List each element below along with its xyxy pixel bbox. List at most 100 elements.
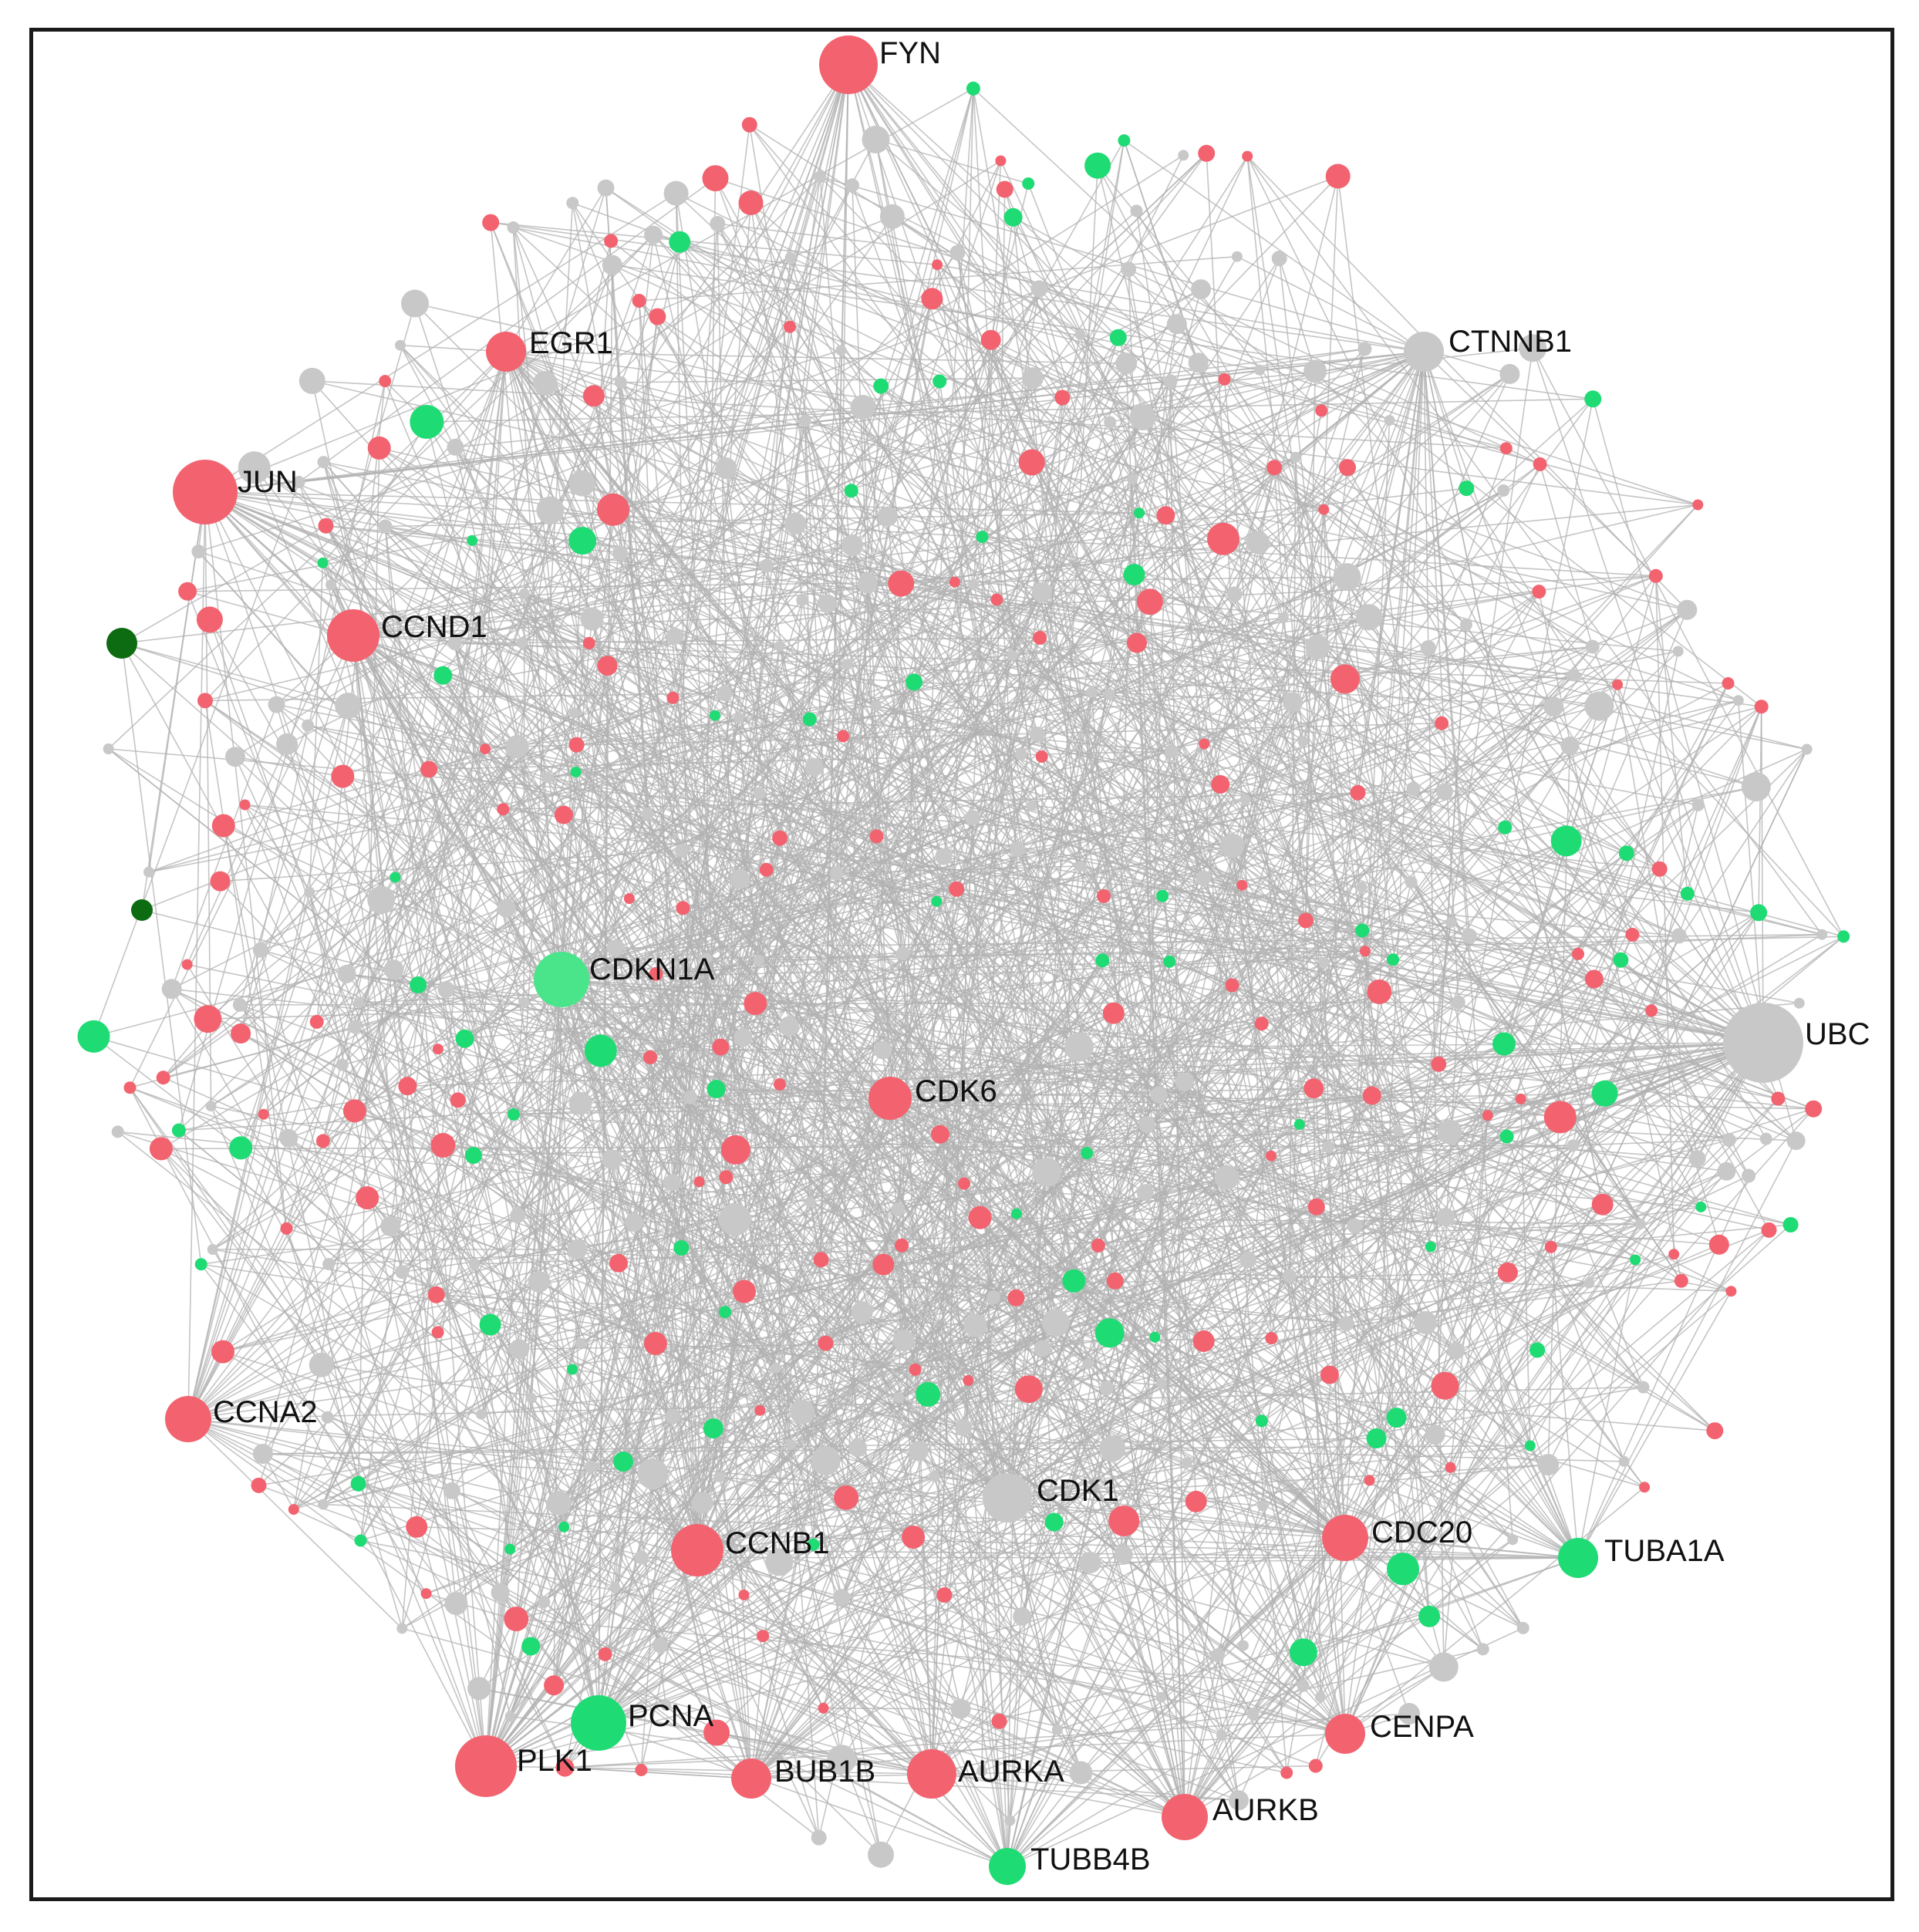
network-edge bbox=[862, 1183, 965, 1313]
node-CCNB1 bbox=[671, 1524, 723, 1576]
node-neutral bbox=[325, 579, 337, 591]
node-down bbox=[1459, 480, 1475, 497]
node-neutral bbox=[504, 1711, 516, 1722]
node-neutral bbox=[1304, 359, 1327, 383]
node-down bbox=[844, 484, 858, 498]
node-up bbox=[398, 1077, 417, 1096]
node-neutral bbox=[1691, 798, 1705, 811]
node-down bbox=[1782, 1217, 1799, 1232]
network-edge bbox=[204, 700, 288, 1229]
network-edge bbox=[1090, 1557, 1579, 1563]
network-edge bbox=[1057, 1697, 1162, 1731]
network-edge bbox=[822, 743, 1206, 1709]
network-edge bbox=[1109, 693, 1698, 806]
node-neutral bbox=[1567, 669, 1580, 682]
node-CDK6 bbox=[868, 1077, 912, 1120]
network-edge bbox=[1651, 804, 1699, 1011]
network-edge bbox=[619, 552, 944, 858]
node-neutral bbox=[1150, 1086, 1168, 1104]
node-neutral bbox=[804, 757, 824, 777]
network-edge bbox=[572, 202, 1688, 611]
network-edge bbox=[1135, 211, 1701, 1208]
network-edge bbox=[598, 1722, 1008, 1867]
network-edge bbox=[1007, 922, 1452, 1867]
node-up bbox=[1362, 1086, 1381, 1105]
node-neutral bbox=[1099, 1435, 1126, 1462]
network-edge bbox=[963, 1427, 1082, 1773]
network-edge bbox=[714, 177, 1105, 897]
node-up bbox=[676, 901, 690, 915]
node-neutral bbox=[1516, 1621, 1529, 1634]
node-up bbox=[968, 1205, 992, 1229]
node-down bbox=[1109, 329, 1127, 346]
network-edge bbox=[1184, 882, 1412, 1818]
node-neutral bbox=[1239, 794, 1251, 805]
label-BUB1B: BUB1B bbox=[774, 1755, 875, 1789]
network-edge bbox=[1009, 961, 1171, 1821]
node-down bbox=[467, 534, 478, 546]
network-edge bbox=[1327, 706, 1762, 1148]
node-up bbox=[1651, 861, 1668, 877]
node-neutral bbox=[437, 981, 455, 999]
network-edge bbox=[379, 447, 955, 583]
network-edge bbox=[1041, 337, 1119, 593]
network-edge bbox=[286, 743, 737, 1151]
network-edge bbox=[598, 1244, 1720, 1724]
network-edge bbox=[171, 988, 1159, 1096]
network-edge bbox=[615, 575, 1657, 949]
network-edge bbox=[1315, 1042, 1764, 1767]
node-down bbox=[719, 1306, 731, 1319]
network-edge bbox=[234, 756, 616, 1588]
node-neutral bbox=[1634, 1218, 1646, 1229]
node-neutral bbox=[1239, 1251, 1257, 1269]
network-edge bbox=[841, 1013, 1115, 1598]
node-neutral bbox=[1010, 841, 1026, 857]
network-edge bbox=[1434, 706, 1762, 1435]
network-edge bbox=[690, 1097, 1099, 1246]
node-neutral bbox=[1121, 261, 1137, 278]
node-down bbox=[976, 531, 989, 544]
node-neutral bbox=[1099, 1381, 1114, 1396]
node-up bbox=[194, 1005, 222, 1033]
node-neutral bbox=[1567, 1139, 1580, 1152]
node-up bbox=[1127, 632, 1147, 653]
node-down bbox=[1529, 1342, 1546, 1358]
network-edge bbox=[222, 1350, 933, 1775]
network-edge bbox=[455, 256, 1238, 1604]
network-edge bbox=[553, 88, 974, 1686]
node-up bbox=[1330, 664, 1360, 694]
network-edge bbox=[309, 562, 324, 892]
network-edge bbox=[262, 153, 1207, 1455]
network-edge bbox=[840, 349, 1314, 1089]
node-up bbox=[568, 737, 585, 753]
node-neutral bbox=[1315, 1691, 1326, 1703]
network-edge bbox=[620, 382, 882, 1855]
network-edge bbox=[234, 756, 1008, 1499]
network-edge bbox=[867, 582, 1304, 1686]
label-PCNA: PCNA bbox=[628, 1699, 713, 1733]
network-edge bbox=[485, 541, 1259, 1767]
network-edge bbox=[1115, 1280, 1513, 1540]
network-edge bbox=[428, 768, 1446, 1218]
node-neutral bbox=[1445, 917, 1457, 929]
network-edge bbox=[454, 642, 486, 750]
node-neutral bbox=[1759, 1132, 1772, 1145]
node-neutral bbox=[663, 180, 689, 206]
node-down bbox=[1118, 134, 1131, 147]
node-up bbox=[420, 1588, 432, 1600]
network-edge bbox=[558, 646, 1318, 1504]
network-edge bbox=[702, 936, 1844, 1504]
network-edge bbox=[1532, 348, 1764, 1044]
network-edge bbox=[848, 64, 1467, 625]
network-edge bbox=[680, 1247, 1058, 1731]
network-edge bbox=[750, 202, 1263, 1421]
network-edge bbox=[1344, 683, 1729, 1539]
network-edge bbox=[322, 406, 864, 1505]
node-neutral bbox=[1560, 736, 1580, 755]
network-edge bbox=[204, 491, 1814, 1110]
network-edge bbox=[618, 1263, 717, 1733]
network-edge bbox=[1086, 1094, 1372, 1154]
node-up bbox=[1435, 716, 1449, 730]
network-edge bbox=[1123, 1253, 1674, 1556]
network-edge bbox=[187, 1418, 653, 1475]
